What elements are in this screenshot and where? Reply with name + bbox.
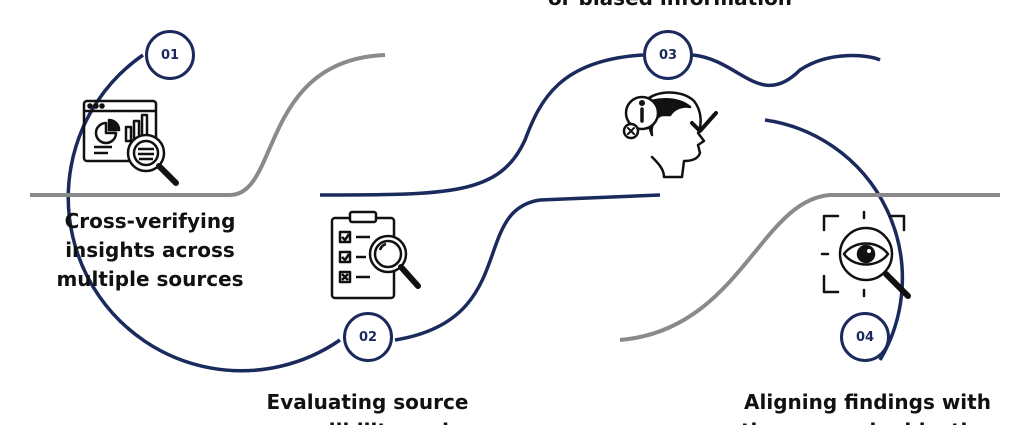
gray-line-01	[30, 53, 386, 197]
step-label-01: Cross-verifying insights across multiple…	[56, 209, 244, 291]
step-number-badge-03: 03	[643, 30, 693, 80]
info-head-check-icon	[622, 91, 718, 179]
gray-line-04	[619, 193, 1000, 342]
step-label-02: Evaluating source credibility and	[266, 390, 469, 425]
eye-focus-search-icon	[820, 210, 911, 299]
analytics-report-icon	[82, 99, 179, 186]
curve-step-02	[394, 193, 661, 342]
curve-step-03	[319, 53, 644, 197]
step-number-badge-04: 04	[840, 312, 890, 362]
step-label-04: Aligning findings with the research obje…	[741, 390, 994, 425]
step-number-badge-02: 02	[343, 312, 393, 362]
arc-step-04	[764, 118, 905, 361]
checklist-search-icon	[330, 210, 421, 300]
step-number-badge-01: 01	[145, 30, 195, 80]
curve-step-03b	[692, 53, 881, 88]
arc-step-01	[66, 53, 341, 373]
step-label-03: or biased information	[520, 0, 820, 13]
